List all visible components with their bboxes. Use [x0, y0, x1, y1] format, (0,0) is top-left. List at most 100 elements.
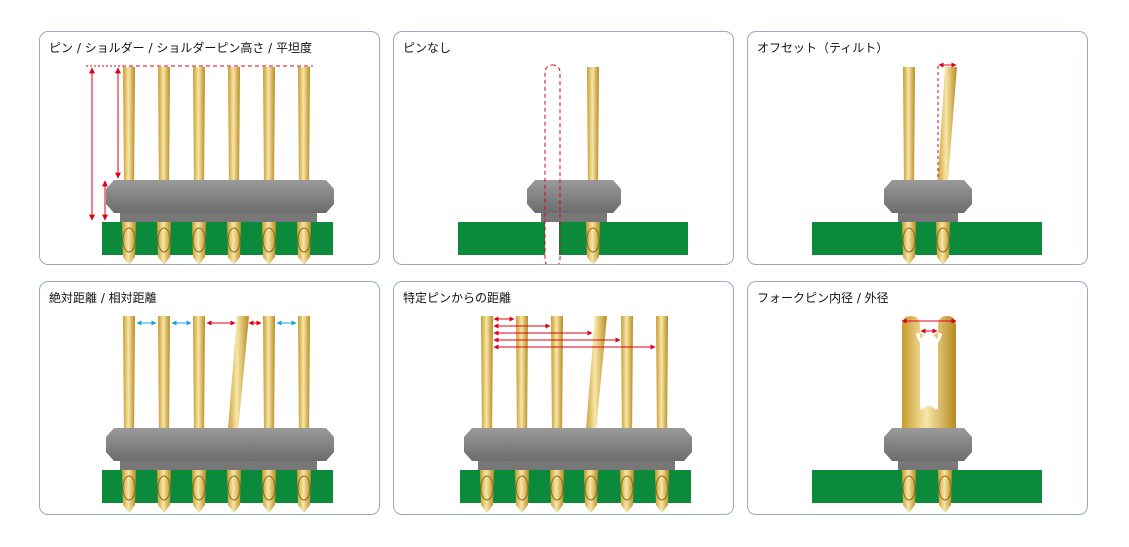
- pin-tail: [122, 222, 136, 264]
- solder-ring: [480, 475, 494, 501]
- pin-tails: [122, 222, 311, 264]
- pin-tail: [227, 222, 241, 264]
- tilted-pin: [937, 67, 957, 192]
- housing: [464, 428, 692, 461]
- pin: [123, 316, 135, 442]
- panel-title: ピンなし: [403, 41, 452, 55]
- solder-ring: [157, 475, 171, 501]
- solder-ring: [902, 475, 916, 501]
- housing: [884, 180, 972, 213]
- pin: [228, 67, 240, 192]
- pcb: [460, 470, 691, 503]
- panel-offset-tilt: オフセット（ティルト）: [747, 31, 1088, 265]
- connector-diagram: [86, 65, 334, 264]
- housing-base: [898, 461, 958, 470]
- housing: [527, 180, 621, 213]
- pin-tail: [157, 222, 171, 264]
- pin-tail: [655, 470, 669, 513]
- pins: [123, 67, 310, 192]
- pin: [263, 316, 275, 442]
- connector-diagram: [460, 316, 692, 513]
- pin-tail: [902, 470, 916, 513]
- pin-tail: [122, 470, 136, 513]
- pin: [621, 316, 633, 442]
- panel-distance-from-specific-pin: 特定ピンからの距離: [393, 281, 734, 515]
- solder-ring: [550, 475, 564, 501]
- pcb: [102, 222, 333, 255]
- pcb: [102, 470, 333, 503]
- pin: [193, 316, 205, 442]
- panel-pin-shoulder-height-flatness: ピン / ショルダー / ショルダーピン高さ / 平坦度: [39, 31, 380, 265]
- housing-base: [898, 213, 958, 222]
- pin: [587, 67, 599, 192]
- pin-tail: [515, 470, 529, 513]
- pin: [903, 67, 915, 192]
- pin-tail: [227, 470, 241, 513]
- solder-ring: [515, 475, 529, 501]
- solder-ring: [936, 227, 950, 253]
- pin: [516, 316, 528, 442]
- pin-tail: [586, 222, 600, 264]
- solder-ring: [938, 475, 952, 501]
- solder-ring: [902, 227, 916, 253]
- panel-title: ピン / ショルダー / ショルダーピン高さ / 平坦度: [49, 41, 313, 55]
- pin: [193, 67, 205, 192]
- connector-diagram: [458, 64, 688, 264]
- pin-tail: [157, 470, 171, 513]
- panel-title: 特定ピンからの距離: [403, 291, 512, 305]
- fork-slot: [920, 334, 938, 410]
- pin-tail: [297, 222, 311, 264]
- solder-ring: [262, 475, 276, 501]
- missing-pin-outline: [544, 64, 561, 264]
- pin: [656, 316, 668, 442]
- reference-pin: [481, 316, 493, 442]
- housing: [106, 180, 334, 213]
- pcb: [812, 470, 1042, 503]
- pin-tail: [262, 470, 276, 513]
- pin: [298, 67, 310, 192]
- pcb: [458, 222, 688, 255]
- housing-base: [541, 213, 607, 222]
- pin-tail: [480, 470, 494, 513]
- pin-tail: [620, 470, 634, 513]
- pin-tail: [936, 222, 950, 264]
- housing-base: [120, 213, 317, 222]
- solder-ring: [297, 227, 311, 253]
- housing: [884, 428, 972, 461]
- panel-missing-pin: ピンなし: [393, 31, 734, 265]
- pin: [158, 316, 170, 442]
- pin-tail: [192, 470, 206, 513]
- pin: [298, 316, 310, 442]
- solder-ring: [192, 227, 206, 253]
- connector-diagram: [812, 62, 1042, 264]
- solder-ring: [227, 475, 241, 501]
- fork-pin: [902, 316, 956, 432]
- panel-fork-pin-diameter: フォークピン内径 / 外径: [747, 281, 1088, 515]
- housing-base: [478, 461, 675, 470]
- empty-pin-hole: [545, 222, 559, 255]
- pin: [263, 67, 275, 192]
- tilted-pin: [227, 316, 249, 442]
- solder-ring: [227, 227, 241, 253]
- pin-tail: [938, 470, 952, 513]
- solder-ring: [122, 475, 136, 501]
- solder-ring: [122, 227, 136, 253]
- panel-title: 絶対距離 / 相対距離: [49, 291, 157, 305]
- pin-tail: [550, 470, 564, 513]
- solder-ring: [655, 475, 669, 501]
- pcb: [812, 222, 1042, 255]
- connector-diagram: [102, 316, 334, 513]
- pin-tail: [584, 470, 598, 513]
- solder-ring: [620, 475, 634, 501]
- pin-tail: [262, 222, 276, 264]
- solder-ring: [192, 475, 206, 501]
- pin: [123, 67, 135, 192]
- pin: [158, 67, 170, 192]
- solder-ring: [262, 227, 276, 253]
- solder-ring: [157, 227, 171, 253]
- pin-tail: [192, 222, 206, 264]
- housing-base: [120, 461, 317, 470]
- solder-ring: [584, 475, 598, 501]
- solder-ring: [297, 475, 311, 501]
- pin-tail: [902, 222, 916, 264]
